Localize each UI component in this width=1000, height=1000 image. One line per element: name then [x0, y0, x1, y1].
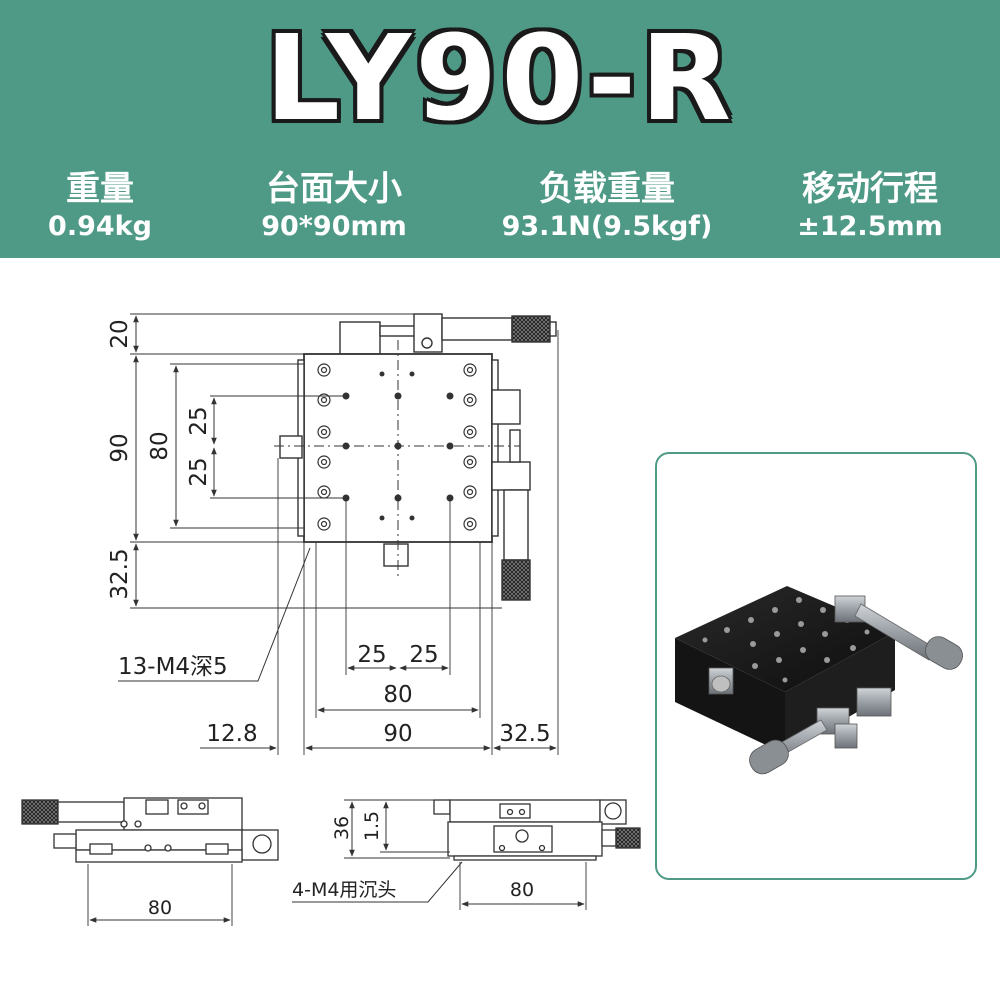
- front-view: [292, 799, 641, 910]
- dim-left-90: 90: [107, 433, 133, 462]
- hole-note: 13-M4深5: [118, 654, 228, 680]
- dim-front-1-5: 1.5: [361, 811, 383, 841]
- spec-table-size: 台面大小 90*90mm: [214, 168, 454, 244]
- dim-bottom-12-8: 12.8: [206, 721, 257, 747]
- spec-load: 负载重量 93.1N(9.5kgf): [487, 168, 727, 244]
- spec-load-value: 93.1N(9.5kgf): [501, 211, 713, 242]
- dim-left-top: 20: [107, 319, 133, 348]
- spec-weight-label: 重量: [66, 169, 134, 209]
- dim-bottom-90: 90: [383, 721, 412, 747]
- side-knurl-knob: [501, 559, 531, 601]
- spec-weight-value: 0.94kg: [48, 211, 152, 242]
- dim-bottom-32-5: 32.5: [499, 721, 550, 747]
- top-knurl-knob: [511, 315, 551, 343]
- product-photo: [675, 586, 963, 775]
- dim-bottom-25b: 25: [409, 642, 438, 668]
- spec-travel-label: 移动行程: [802, 169, 938, 209]
- spec-table-size-value: 90*90mm: [261, 211, 407, 242]
- mount-note: 4-M4用沉头: [292, 879, 396, 901]
- dim-bottom-25a: 25: [357, 642, 386, 668]
- spec-load-label: 负载重量: [539, 169, 675, 209]
- dim-front-80: 80: [510, 879, 534, 901]
- spec-table-size-label: 台面大小: [266, 169, 402, 209]
- dim-left-25a: 25: [186, 406, 212, 435]
- dim-left-bottom: 32.5: [107, 548, 133, 599]
- dim-bottom-80: 80: [383, 682, 412, 708]
- header-banner: LY90-R 重量 0.94kg 台面大小 90*90mm 负载重量 93.1N…: [0, 0, 1000, 258]
- top-view: [118, 313, 559, 755]
- product-title: LY90-R: [264, 9, 736, 147]
- spec-weight: 重量 0.94kg: [0, 168, 220, 244]
- dim-front-36: 36: [331, 816, 353, 840]
- product-photo-frame: [655, 452, 977, 880]
- technical-drawing: 20 90 80 25 25 32.5 25 25 80 12.8 90 32.…: [21, 313, 641, 926]
- side-view: [21, 797, 279, 926]
- spec-travel-value: ±12.5mm: [797, 211, 943, 242]
- dim-side-80: 80: [148, 897, 172, 919]
- dim-left-80: 80: [147, 431, 173, 460]
- spec-travel: 移动行程 ±12.5mm: [750, 168, 990, 244]
- top-mount-block: [339, 321, 381, 355]
- dim-left-25b: 25: [186, 457, 212, 486]
